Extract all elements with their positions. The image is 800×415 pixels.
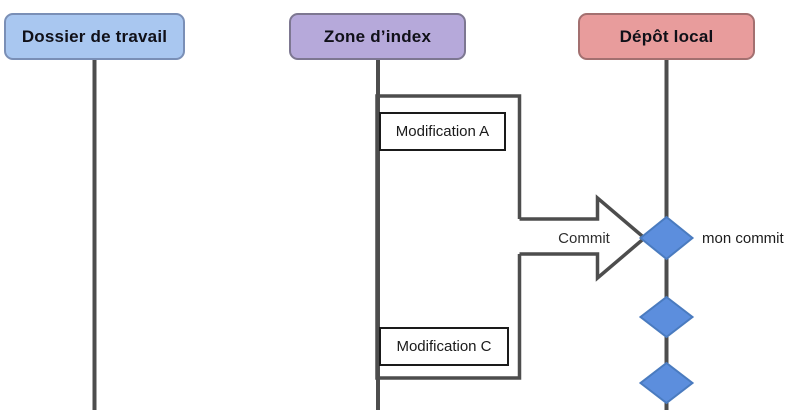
- modification-c-label: Modification C: [396, 338, 492, 355]
- lane-header-zone-index: Zone d’index: [289, 13, 466, 60]
- commit-diamond-1: [638, 215, 695, 261]
- lane-header-depot-local: Dépôt local: [578, 13, 755, 60]
- modification-a-label: Modification A: [395, 123, 490, 140]
- lane-header-label: Dépôt local: [619, 26, 714, 46]
- lane-header-label: Zone d’index: [323, 26, 432, 46]
- lane-header-label: Dossier de travail: [21, 26, 168, 46]
- index-stage-container: [375, 94, 522, 380]
- modification-a-box: Modification A: [379, 112, 506, 151]
- commit-diamond-3: [638, 361, 695, 405]
- commit-diamond-2: [638, 295, 695, 339]
- commit-arrow-label: Commit: [558, 230, 610, 247]
- modification-c-box: Modification C: [379, 327, 509, 366]
- lane-header-dossier-de-travail: Dossier de travail: [4, 13, 185, 60]
- mon-commit-annotation: mon commit: [702, 230, 784, 247]
